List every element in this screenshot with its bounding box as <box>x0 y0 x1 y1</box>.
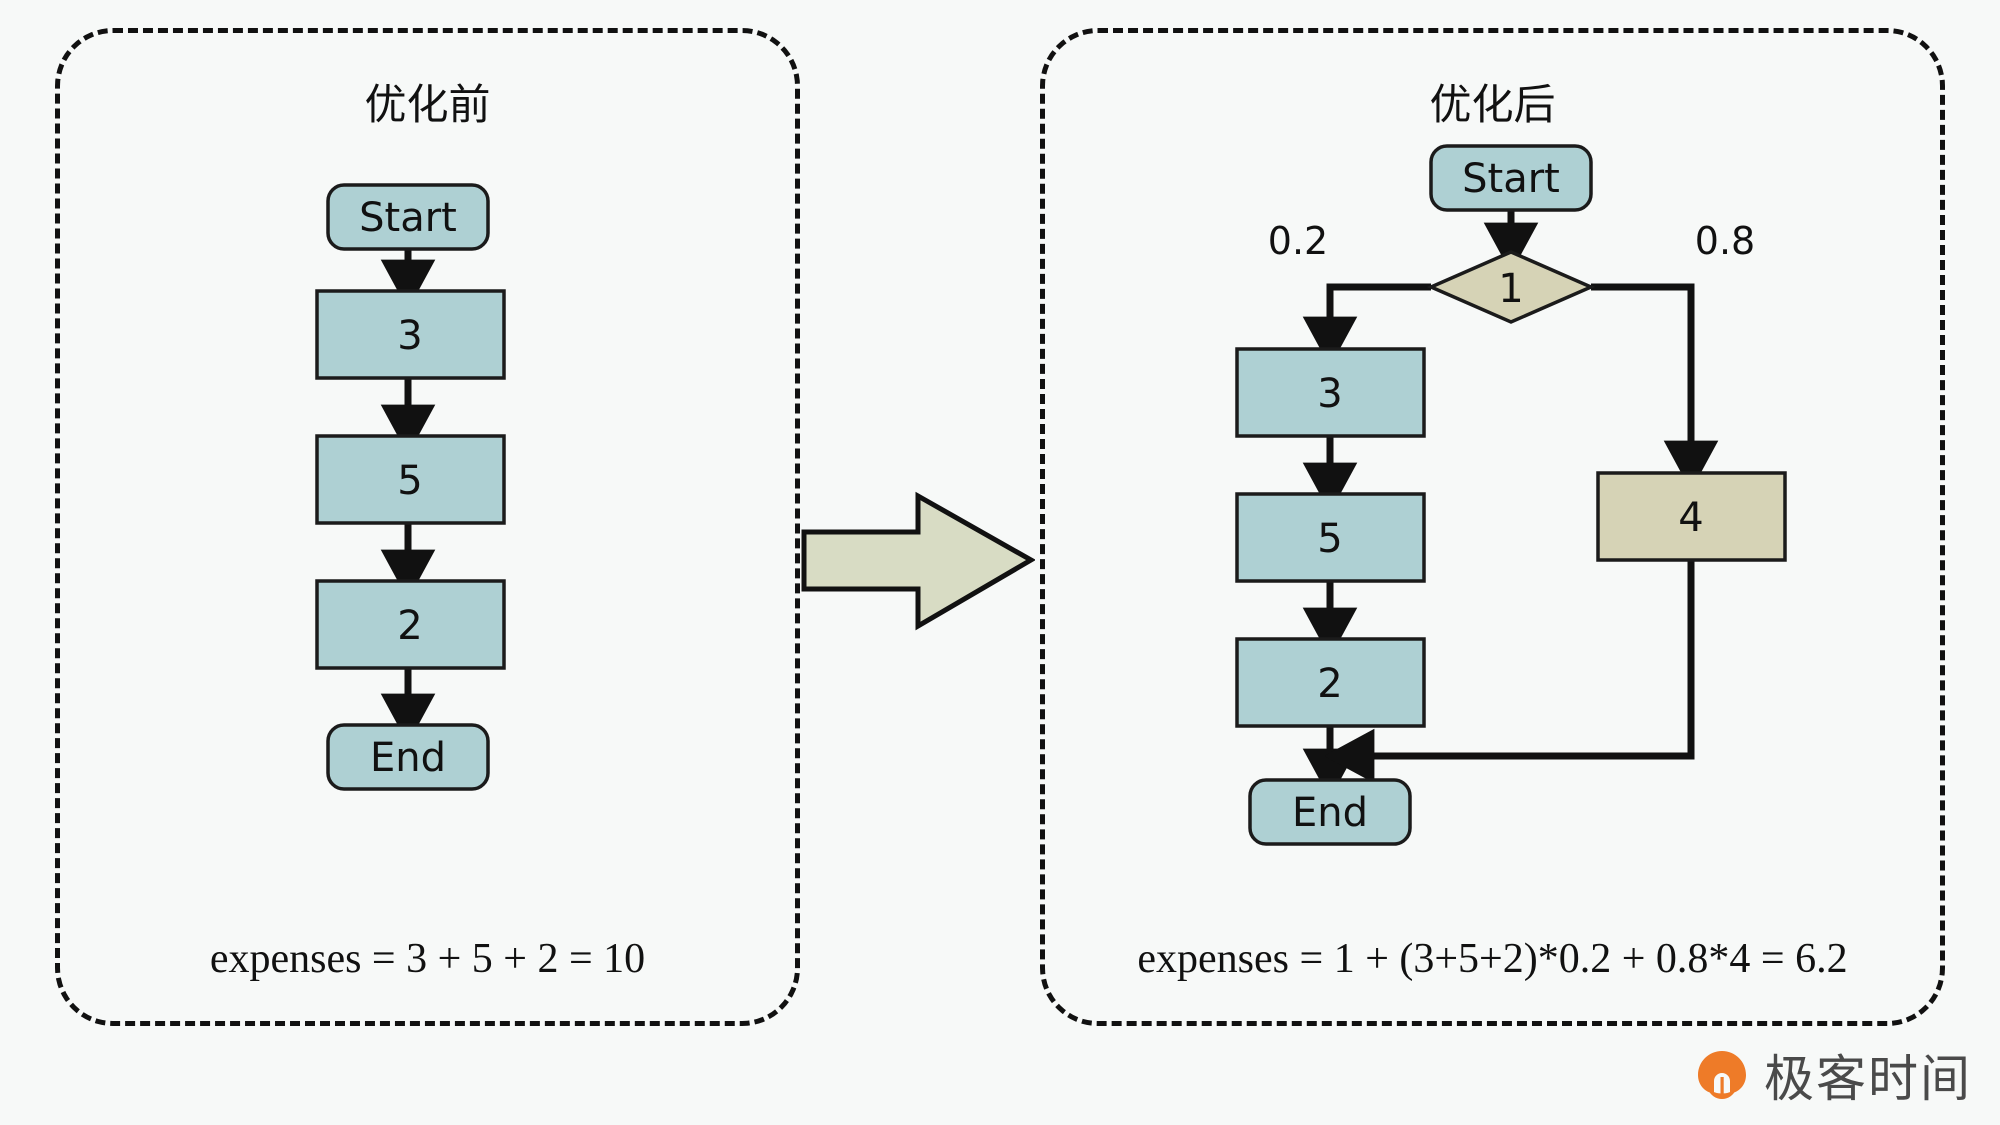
node-after-end-label: End <box>1292 790 1368 836</box>
node-after-3-label: 3 <box>1317 371 1342 417</box>
node-before-2[interactable]: 2 <box>315 579 506 670</box>
flow-after: 0.2 0.8 <box>1235 144 1787 846</box>
node-after-decision[interactable]: 1 <box>1426 250 1596 324</box>
node-after-end[interactable]: End <box>1248 778 1412 846</box>
flow-before: Start 3 5 2 End <box>315 183 506 791</box>
edge-label-0-2: 0.2 <box>1268 219 1328 263</box>
node-before-start-label: Start <box>359 195 457 241</box>
node-before-3-label: 3 <box>397 313 422 359</box>
edge-decision-to-3: 0.2 <box>1268 219 1431 368</box>
right-arrow-icon <box>801 491 1035 631</box>
node-after-decision-label: 1 <box>1498 266 1523 312</box>
node-after-2[interactable]: 2 <box>1235 637 1426 728</box>
node-before-5-label: 5 <box>397 458 422 504</box>
node-after-5[interactable]: 5 <box>1235 492 1426 583</box>
node-before-start[interactable]: Start <box>326 183 490 251</box>
node-before-3[interactable]: 3 <box>315 289 506 380</box>
node-after-start-label: Start <box>1462 156 1560 202</box>
panel-before-title: 优化前 <box>364 80 491 129</box>
geektime-logo-icon <box>1698 1051 1746 1099</box>
panel-before-formula: expenses = 3 + 5 + 2 = 10 <box>209 936 646 982</box>
node-after-3[interactable]: 3 <box>1235 347 1426 438</box>
watermark: 极客时间 <box>1694 1039 1972 1111</box>
node-before-end-label: End <box>370 735 446 781</box>
node-before-2-label: 2 <box>397 603 422 649</box>
panel-after-formula: expenses = 1 + (3+5+2)*0.2 + 0.8*4 = 6.2 <box>1137 936 1848 982</box>
node-after-2-label: 2 <box>1317 661 1342 707</box>
node-after-5-label: 5 <box>1317 516 1342 562</box>
edge-4-to-end <box>1323 560 1695 784</box>
node-before-end[interactable]: End <box>326 723 490 791</box>
node-after-start[interactable]: Start <box>1429 144 1593 212</box>
panel-after-optimization: 优化后 0.2 0.8 <box>1040 28 1945 1026</box>
edge-decision-to-4: 0.8 <box>1591 219 1755 492</box>
node-before-5[interactable]: 5 <box>315 434 506 525</box>
edge-label-0-8: 0.8 <box>1695 219 1755 263</box>
panel-before-optimization: 优化前 Start <box>55 28 800 1026</box>
node-after-4-label: 4 <box>1678 495 1703 541</box>
node-after-4[interactable]: 4 <box>1596 471 1787 562</box>
panel-after-title: 优化后 <box>1429 80 1556 129</box>
watermark-brand: 极客时间 <box>1764 1050 1972 1108</box>
